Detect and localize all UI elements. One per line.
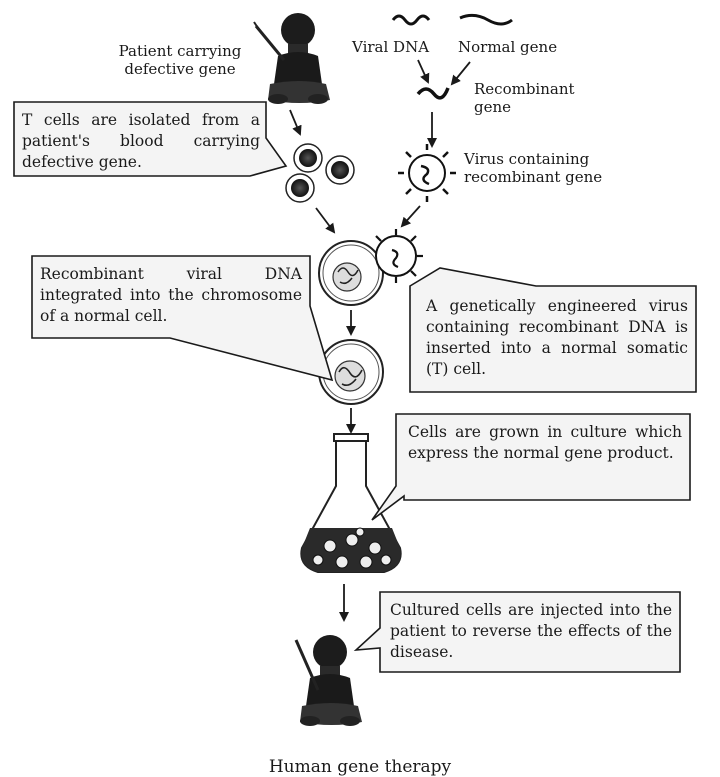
flow-arrows	[289, 59, 471, 622]
callout-t-cells: T cells are isolated from a patient's bl…	[22, 111, 260, 171]
figure-caption: Human gene therapy	[268, 757, 452, 777]
patient-figure-top	[253, 13, 330, 104]
virus-particle	[398, 144, 456, 202]
viral-dna-strand	[391, 14, 431, 26]
label-virus-containing: Virus containing recombinant gene	[464, 150, 603, 186]
patient-figure-bottom	[294, 635, 362, 726]
label-patient: Patient carrying defective gene	[118, 42, 242, 78]
label-normal-gene: Normal gene	[458, 38, 558, 56]
culture-flask	[300, 433, 402, 573]
callout-engineered-virus: A genetically engineered virus containin…	[426, 297, 688, 378]
label-viral-dna: Viral DNA	[352, 38, 430, 56]
callout-culture: Cells are grown in culture which express…	[408, 423, 682, 462]
integrated-cell	[318, 339, 384, 405]
normal-gene-strand	[459, 13, 513, 26]
t-cells-group	[285, 143, 355, 203]
cell-with-virus	[318, 229, 423, 306]
callout-injected: Cultured cells are injected into the pat…	[390, 601, 672, 661]
callout-recombinant-integrated: Recombinant viral DNA integrated into th…	[40, 265, 302, 325]
label-recombinant-gene: Recombinant gene	[474, 80, 575, 116]
callout-shapes	[13, 101, 697, 673]
recombinant-gene-strand	[416, 87, 450, 100]
